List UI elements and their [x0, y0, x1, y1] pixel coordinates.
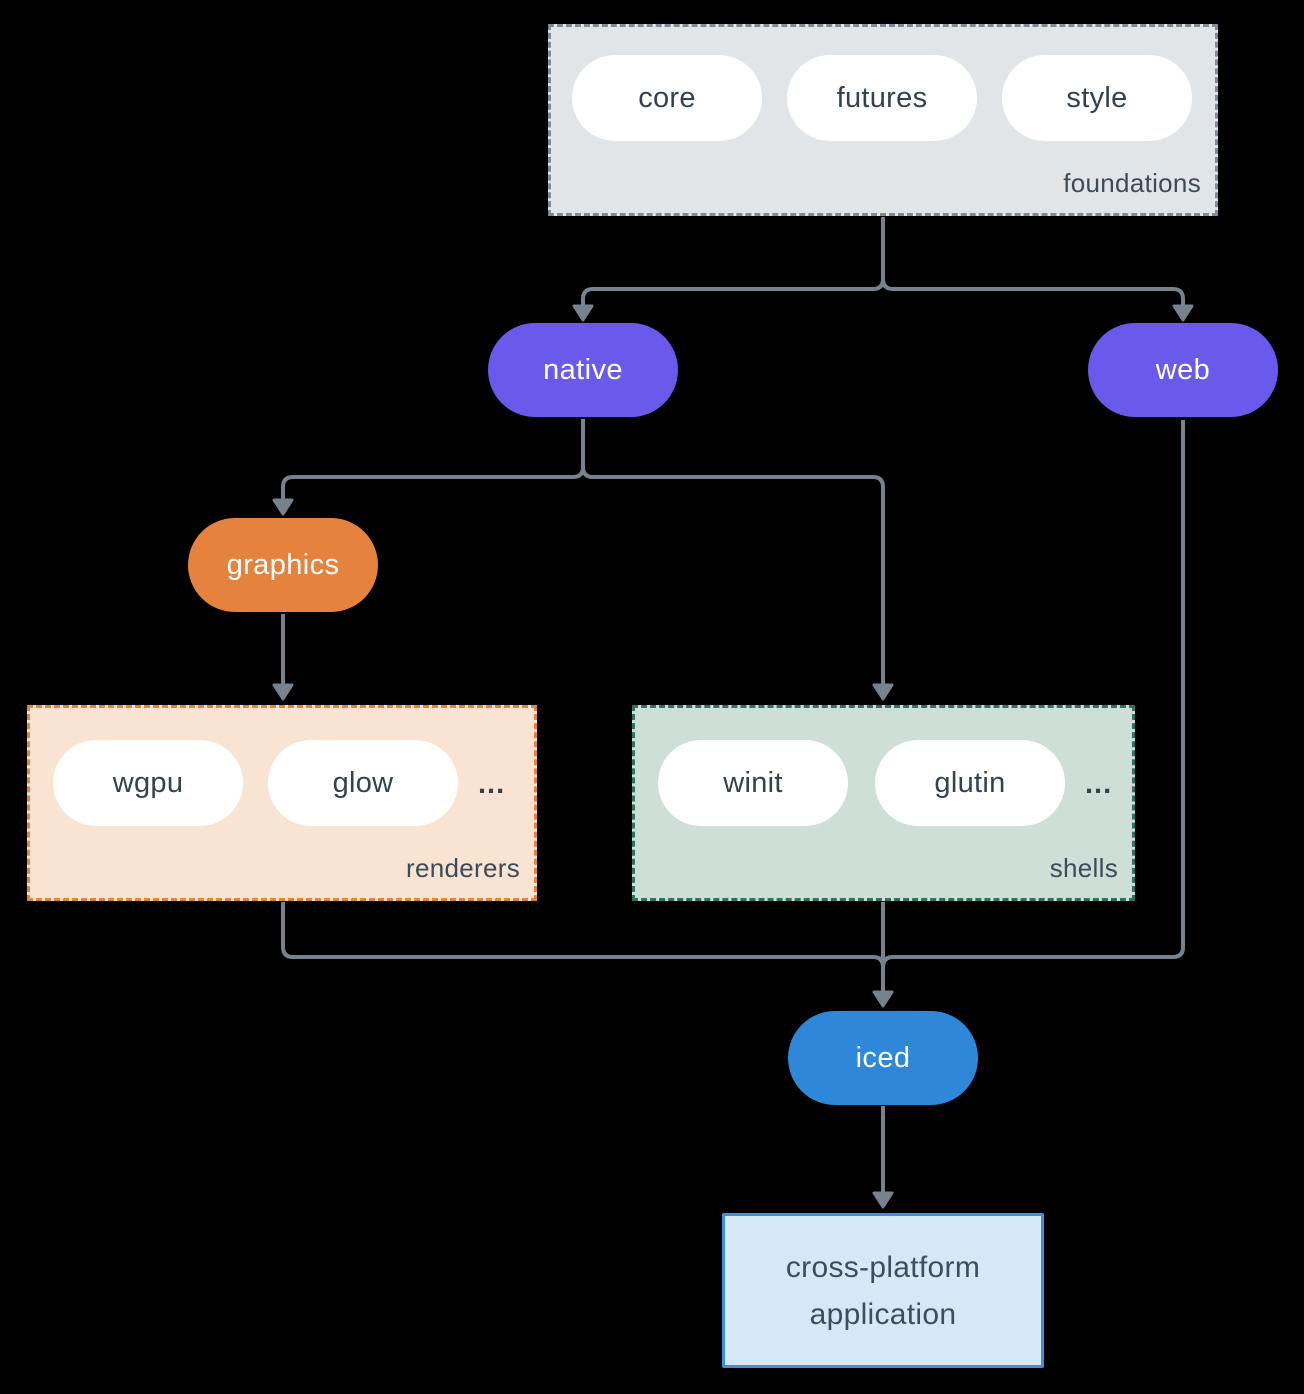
node-web: web — [1088, 323, 1278, 417]
group-renderers: wgpu glow ... renderers — [27, 705, 537, 901]
node-glutin: glutin — [875, 740, 1065, 826]
group-foundations-label: foundations — [1063, 168, 1201, 198]
node-glow: glow — [268, 740, 458, 826]
edge-renderers-iced — [281, 902, 885, 968]
node-winit: winit — [658, 740, 848, 826]
node-graphics: graphics — [188, 518, 378, 612]
node-wgpu: wgpu — [53, 740, 243, 826]
node-style: style — [1002, 55, 1192, 141]
shells-ellipsis: ... — [1085, 768, 1113, 800]
node-futures: futures — [787, 55, 977, 141]
edge-foundations-native — [581, 217, 885, 306]
edge-native-shells — [581, 419, 885, 685]
group-renderers-label: renderers — [406, 853, 520, 883]
node-application: cross-platform application — [722, 1213, 1044, 1368]
node-native: native — [488, 323, 678, 417]
group-shells: winit glutin ... shells — [632, 705, 1135, 901]
node-iced: iced — [788, 1011, 978, 1105]
group-shells-label: shells — [1049, 853, 1118, 883]
arrowhead-iced — [872, 990, 894, 1008]
application-label-line2: application — [809, 1297, 957, 1331]
edge-foundations-web — [881, 217, 1185, 306]
edge-native-graphics — [281, 419, 585, 500]
arrowhead-graphics — [272, 498, 294, 516]
arrowhead-web — [1172, 304, 1194, 322]
node-core: core — [572, 55, 762, 141]
arrowhead-renderers — [272, 683, 294, 701]
group-foundations: core futures style foundations — [548, 24, 1218, 216]
renderers-ellipsis: ... — [478, 768, 506, 800]
arrowhead-native — [572, 304, 594, 322]
arrowhead-application — [872, 1191, 894, 1209]
application-label-line1: cross-platform — [785, 1250, 981, 1284]
arrowhead-shells — [872, 683, 894, 701]
